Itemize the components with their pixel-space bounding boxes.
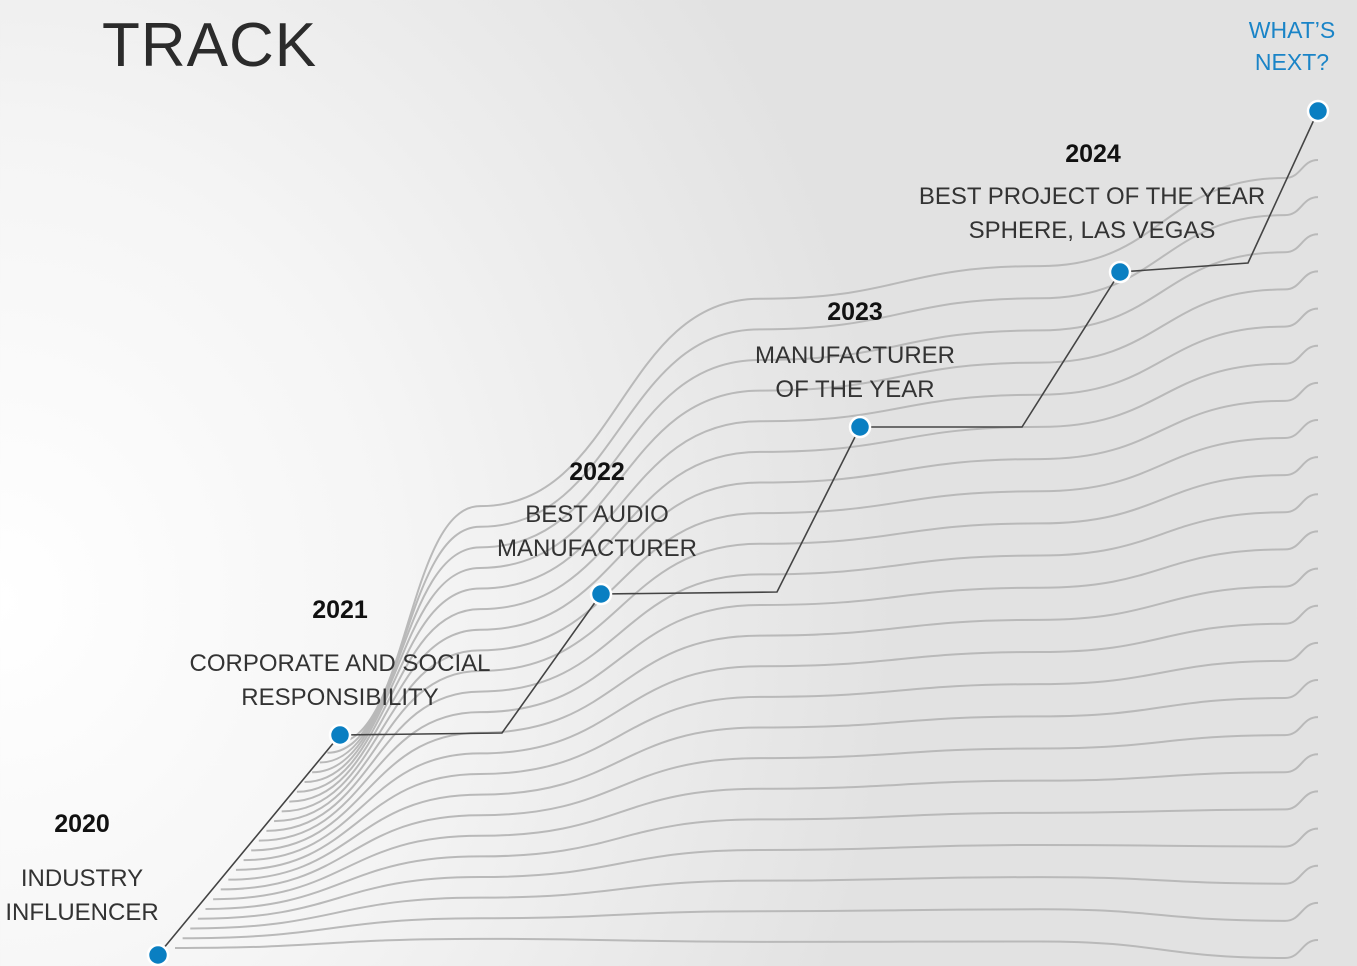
step-line <box>157 110 1319 956</box>
wave-line <box>205 790 1319 910</box>
wave-line <box>258 530 1319 842</box>
wave-line <box>228 679 1319 881</box>
milestone-award-2023: MANUFACTURER OF THE YEAR <box>625 339 1085 407</box>
award-line: INDUSTRY <box>20 865 144 892</box>
milestone-year-2022: 2022 <box>569 458 625 486</box>
milestone-year-2023: 2023 <box>827 298 883 326</box>
milestone-award-2020: INDUSTRY INFLUENCER <box>0 862 312 930</box>
award-line: BEST AUDIO <box>525 501 669 528</box>
milestone-year-2024: 2024 <box>1065 140 1121 168</box>
award-line: CORPORATE AND SOCIAL <box>189 650 491 677</box>
milestone-dots <box>146 99 1330 966</box>
wave-line <box>213 753 1319 901</box>
milestone-award-2022: BEST AUDIO MANUFACTURER <box>367 498 827 566</box>
wave-line <box>251 567 1319 852</box>
wave-line <box>304 307 1319 784</box>
wave-line <box>220 716 1319 891</box>
milestone-dot <box>146 943 170 966</box>
wave-line <box>197 827 1319 920</box>
whats-next-line-1: WHAT’S <box>1248 17 1336 43</box>
wave-line <box>281 419 1319 813</box>
milestone-award-2021: CORPORATE AND SOCIAL RESPONSIBILITY <box>110 647 570 715</box>
award-line: RESPONSIBILITY <box>241 684 439 711</box>
award-line: INFLUENCER <box>5 899 159 926</box>
milestone-award-2024: BEST PROJECT OF THE YEAR SPHERE, LAS VEG… <box>862 180 1322 248</box>
award-line: OF THE YEAR <box>775 376 935 403</box>
wave-line <box>190 864 1319 930</box>
wave-line <box>243 604 1319 862</box>
whats-next-line-2: NEXT? <box>1254 49 1330 75</box>
whats-next-dot <box>1306 99 1330 123</box>
award-line: MANUFACTURER <box>754 342 955 369</box>
milestone-year-2021: 2021 <box>312 596 368 624</box>
timeline-step-line <box>157 110 1319 956</box>
page-title: TRACK <box>102 11 318 80</box>
award-line: BEST PROJECT OF THE YEAR <box>918 183 1266 210</box>
milestone-dot <box>589 582 613 606</box>
wave-line <box>319 233 1319 764</box>
wave-line <box>312 270 1319 774</box>
award-line: SPHERE, LAS VEGAS <box>968 217 1216 244</box>
milestone-dot <box>848 415 872 439</box>
wave-line <box>327 196 1319 754</box>
wave-line <box>289 381 1319 803</box>
award-line: MANUFACTURER <box>496 535 697 562</box>
wave-line <box>235 641 1319 871</box>
wave-line <box>296 344 1319 793</box>
wave-line <box>174 937 1319 960</box>
wave-line <box>182 901 1319 940</box>
milestone-dot <box>1108 260 1132 284</box>
wave-line <box>334 159 1319 744</box>
wave-line <box>266 493 1319 832</box>
milestone-dot <box>328 723 352 747</box>
milestone-year-2020: 2020 <box>54 810 110 838</box>
whats-next-label: WHAT’S NEXT? <box>1222 14 1357 78</box>
